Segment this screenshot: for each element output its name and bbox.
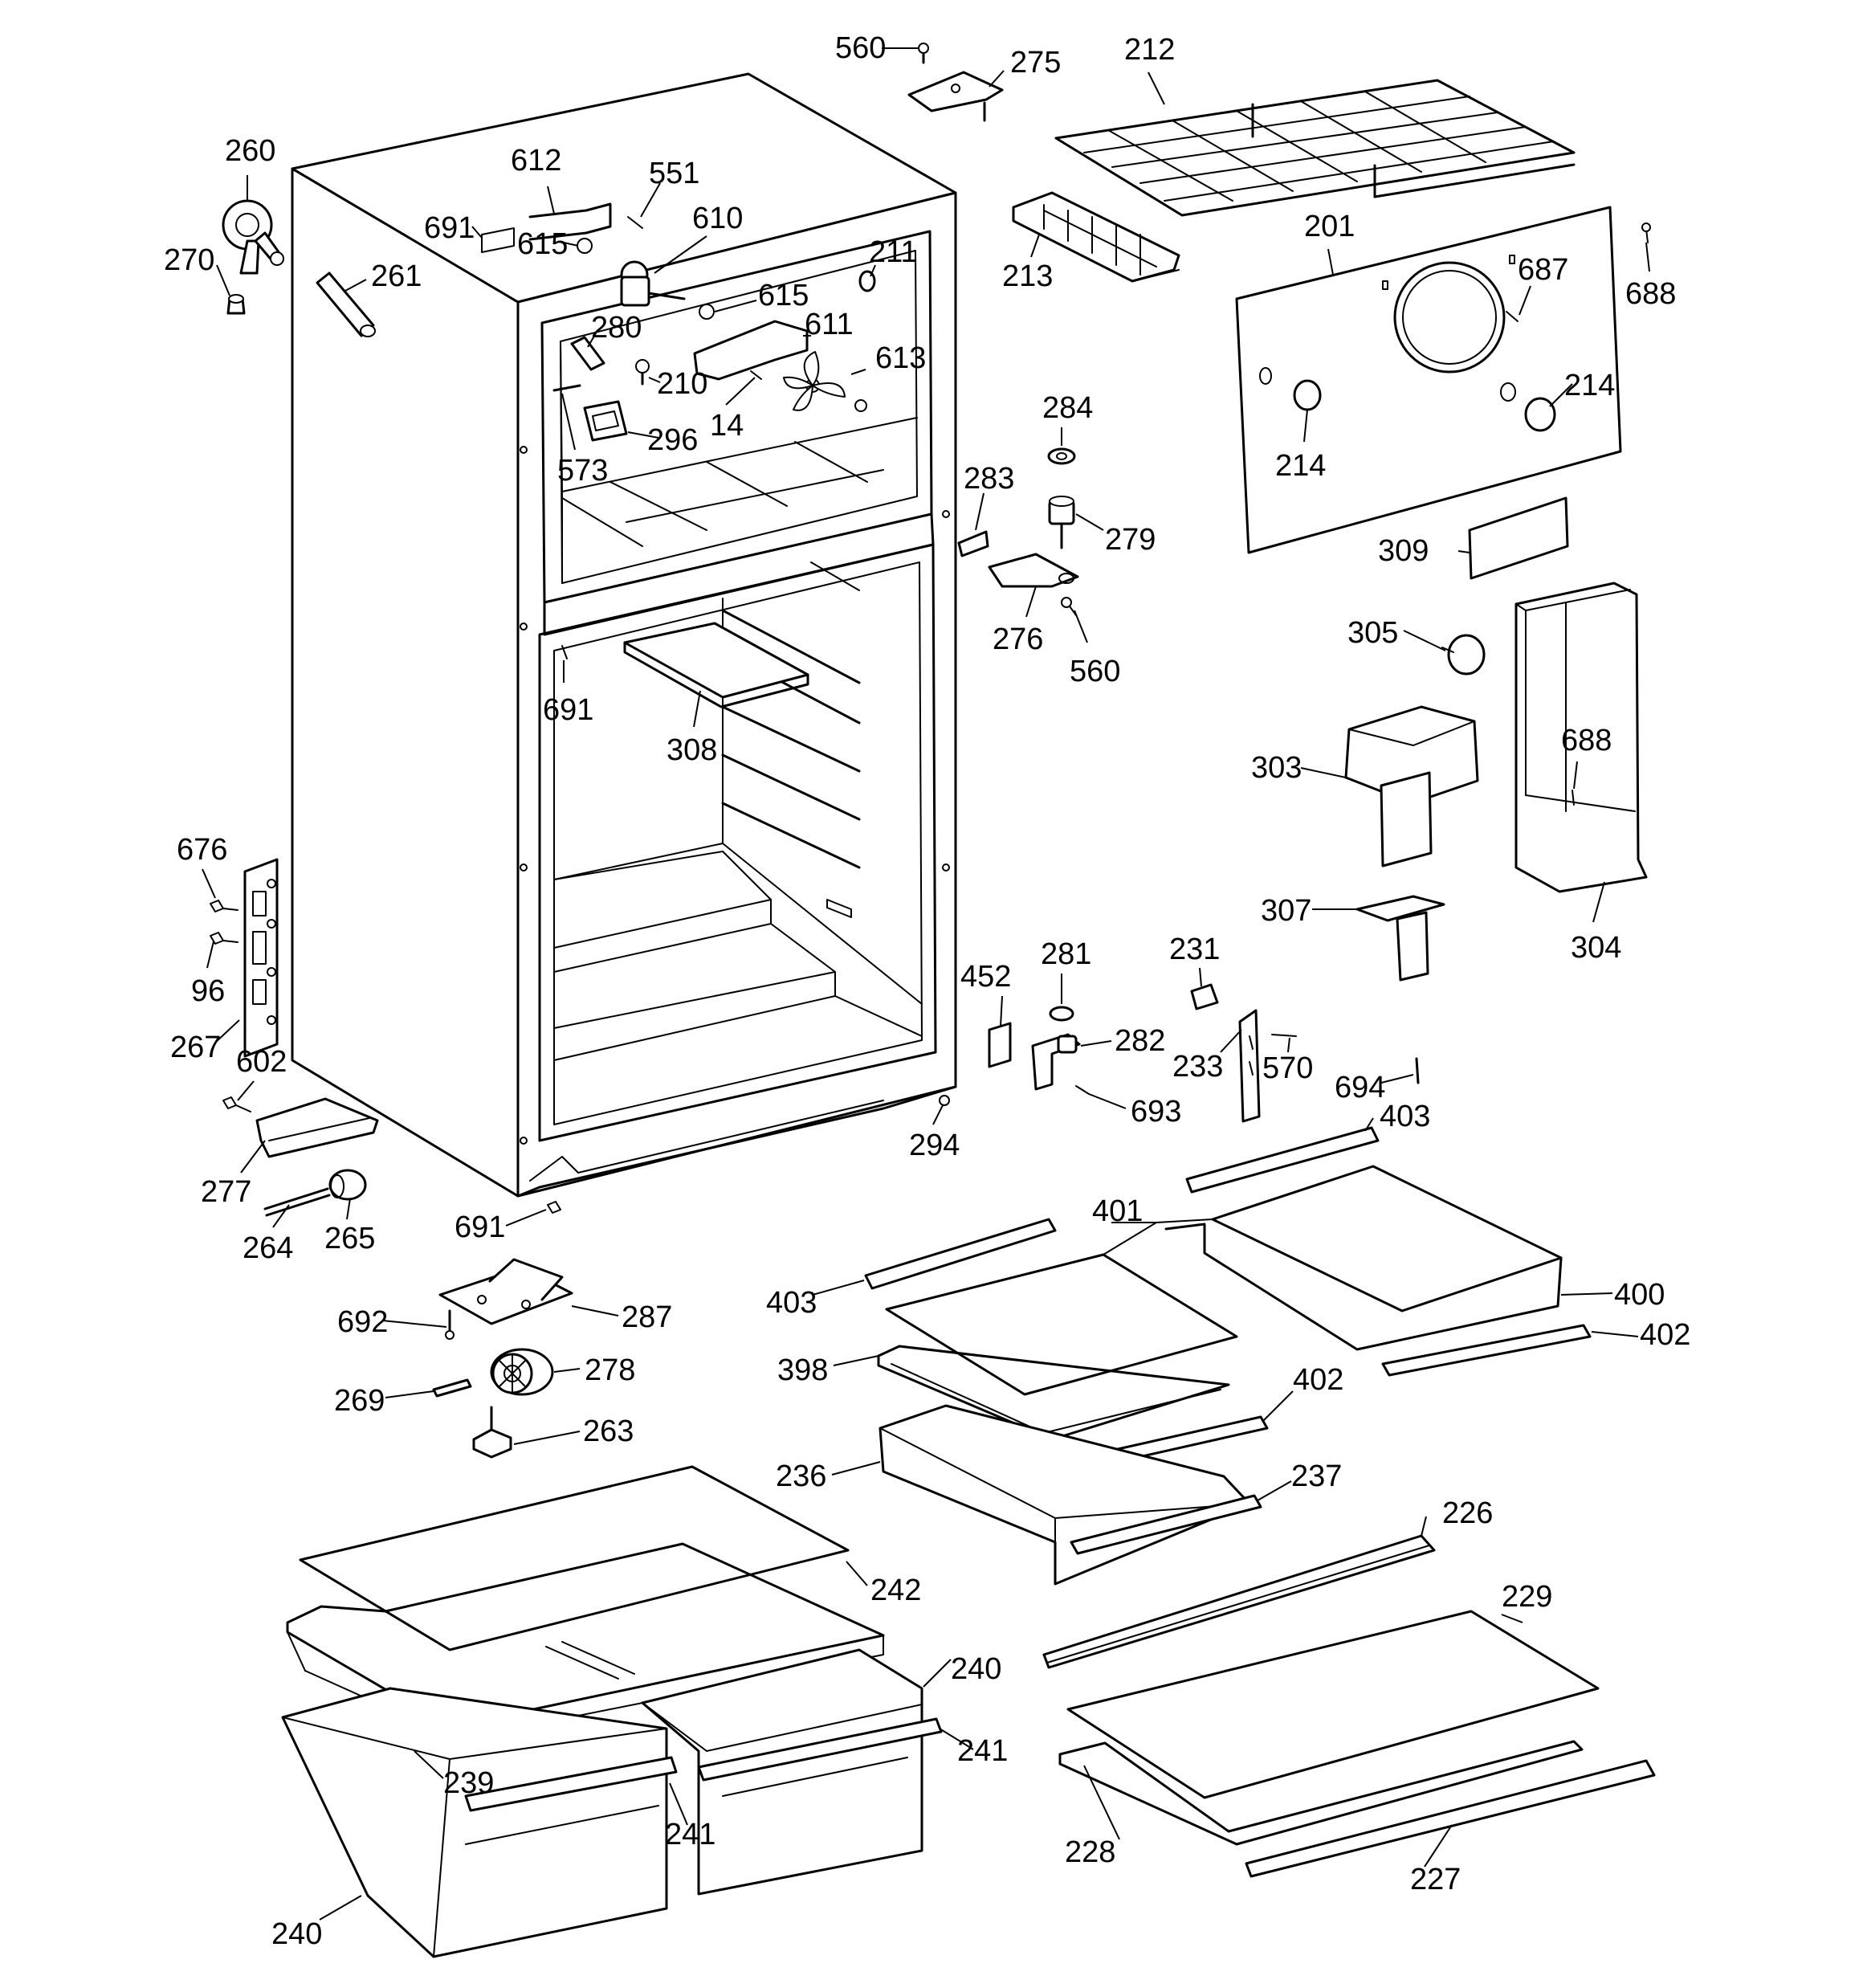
- callout-226: 226: [1442, 1496, 1493, 1530]
- callout-264: 264: [243, 1231, 293, 1265]
- dispenser-parts: [1344, 582, 1648, 982]
- callout-239: 239: [443, 1766, 494, 1800]
- callout-282: 282: [1115, 1024, 1165, 1058]
- center-small-parts: [561, 447, 1420, 1123]
- callout-613: 613: [875, 341, 926, 375]
- callout-398: 398: [777, 1353, 828, 1387]
- callout-602: 602: [236, 1045, 287, 1079]
- callout-261: 261: [371, 259, 422, 293]
- callout-278: 278: [585, 1353, 635, 1387]
- callout-691: 691: [455, 1210, 505, 1244]
- callout-269: 269: [334, 1384, 385, 1418]
- callout-687: 687: [1518, 253, 1568, 287]
- callout-241: 241: [957, 1734, 1008, 1768]
- callout-676: 676: [177, 833, 227, 867]
- callout-612: 612: [511, 144, 561, 178]
- callout-692: 692: [337, 1305, 388, 1339]
- callout-287: 287: [622, 1300, 672, 1334]
- callout-210: 210: [657, 367, 707, 401]
- callout-214: 214: [1275, 449, 1326, 483]
- callout-229: 229: [1502, 1580, 1552, 1614]
- callout-615: 615: [517, 227, 568, 261]
- callout-263: 263: [583, 1414, 634, 1448]
- callout-688: 688: [1625, 277, 1676, 311]
- callout-402: 402: [1293, 1363, 1343, 1397]
- callout-211: 211: [869, 235, 918, 269]
- callout-283: 283: [964, 462, 1014, 496]
- callout-294: 294: [909, 1129, 960, 1162]
- callout-307: 307: [1261, 894, 1311, 928]
- callout-237: 237: [1291, 1459, 1342, 1493]
- callout-265: 265: [324, 1222, 375, 1255]
- callout-296: 296: [647, 423, 698, 457]
- callout-611: 611: [805, 308, 854, 341]
- callout-303: 303: [1251, 751, 1302, 785]
- callout-240: 240: [271, 1917, 322, 1951]
- callout-228: 228: [1065, 1835, 1115, 1869]
- small-parts-left: [210, 199, 573, 1459]
- callout-214: 214: [1564, 369, 1615, 402]
- refrigerator-cabinet: [291, 72, 957, 1198]
- top-right-parts: [907, 43, 1651, 580]
- callout-551: 551: [649, 157, 699, 190]
- callout-401: 401: [1092, 1194, 1143, 1228]
- shelves-and-crispers: [864, 1126, 1656, 1878]
- callout-400: 400: [1614, 1278, 1665, 1312]
- callout-236: 236: [776, 1459, 826, 1493]
- freezer-bins: [281, 1465, 943, 1958]
- callout-304: 304: [1571, 931, 1621, 965]
- callout-227: 227: [1410, 1863, 1461, 1896]
- callout-615: 615: [758, 279, 809, 312]
- callout-281: 281: [1041, 937, 1091, 971]
- callout-242: 242: [870, 1574, 921, 1607]
- callout-14: 14: [710, 409, 744, 443]
- callout-573: 573: [557, 454, 608, 488]
- callout-691: 691: [543, 693, 593, 727]
- callout-452: 452: [960, 960, 1011, 994]
- callout-275: 275: [1010, 46, 1061, 80]
- callout-284: 284: [1042, 391, 1093, 425]
- callout-560: 560: [1070, 655, 1120, 688]
- callout-213: 213: [1002, 259, 1053, 293]
- callout-560: 560: [835, 31, 886, 65]
- freezer-components: [481, 202, 876, 442]
- callout-688: 688: [1561, 724, 1612, 757]
- callout-570: 570: [1262, 1051, 1313, 1085]
- callout-691: 691: [424, 211, 475, 245]
- callout-labels: 560 275 212 260 612 551 691 610 615 270 …: [164, 31, 1690, 1951]
- leader-lines: [202, 47, 1650, 1921]
- callout-308: 308: [667, 733, 717, 767]
- callout-267: 267: [170, 1031, 221, 1064]
- callout-402: 402: [1640, 1318, 1690, 1352]
- callout-403: 403: [766, 1286, 817, 1320]
- callout-240: 240: [951, 1652, 1001, 1686]
- callout-305: 305: [1347, 616, 1398, 650]
- callout-277: 277: [201, 1175, 251, 1209]
- callout-241: 241: [665, 1818, 715, 1851]
- callout-201: 201: [1304, 210, 1355, 243]
- callout-270: 270: [164, 243, 214, 277]
- callout-309: 309: [1378, 534, 1429, 568]
- callout-96: 96: [191, 974, 225, 1008]
- callout-233: 233: [1172, 1050, 1223, 1084]
- callout-279: 279: [1105, 523, 1156, 557]
- callout-693: 693: [1131, 1095, 1181, 1129]
- callout-231: 231: [1169, 933, 1220, 966]
- callout-276: 276: [993, 623, 1043, 656]
- callout-280: 280: [591, 311, 642, 345]
- callout-610: 610: [692, 202, 743, 235]
- callout-212: 212: [1124, 33, 1175, 67]
- callout-694: 694: [1335, 1071, 1385, 1104]
- callout-403: 403: [1380, 1100, 1430, 1133]
- callout-260: 260: [225, 134, 275, 168]
